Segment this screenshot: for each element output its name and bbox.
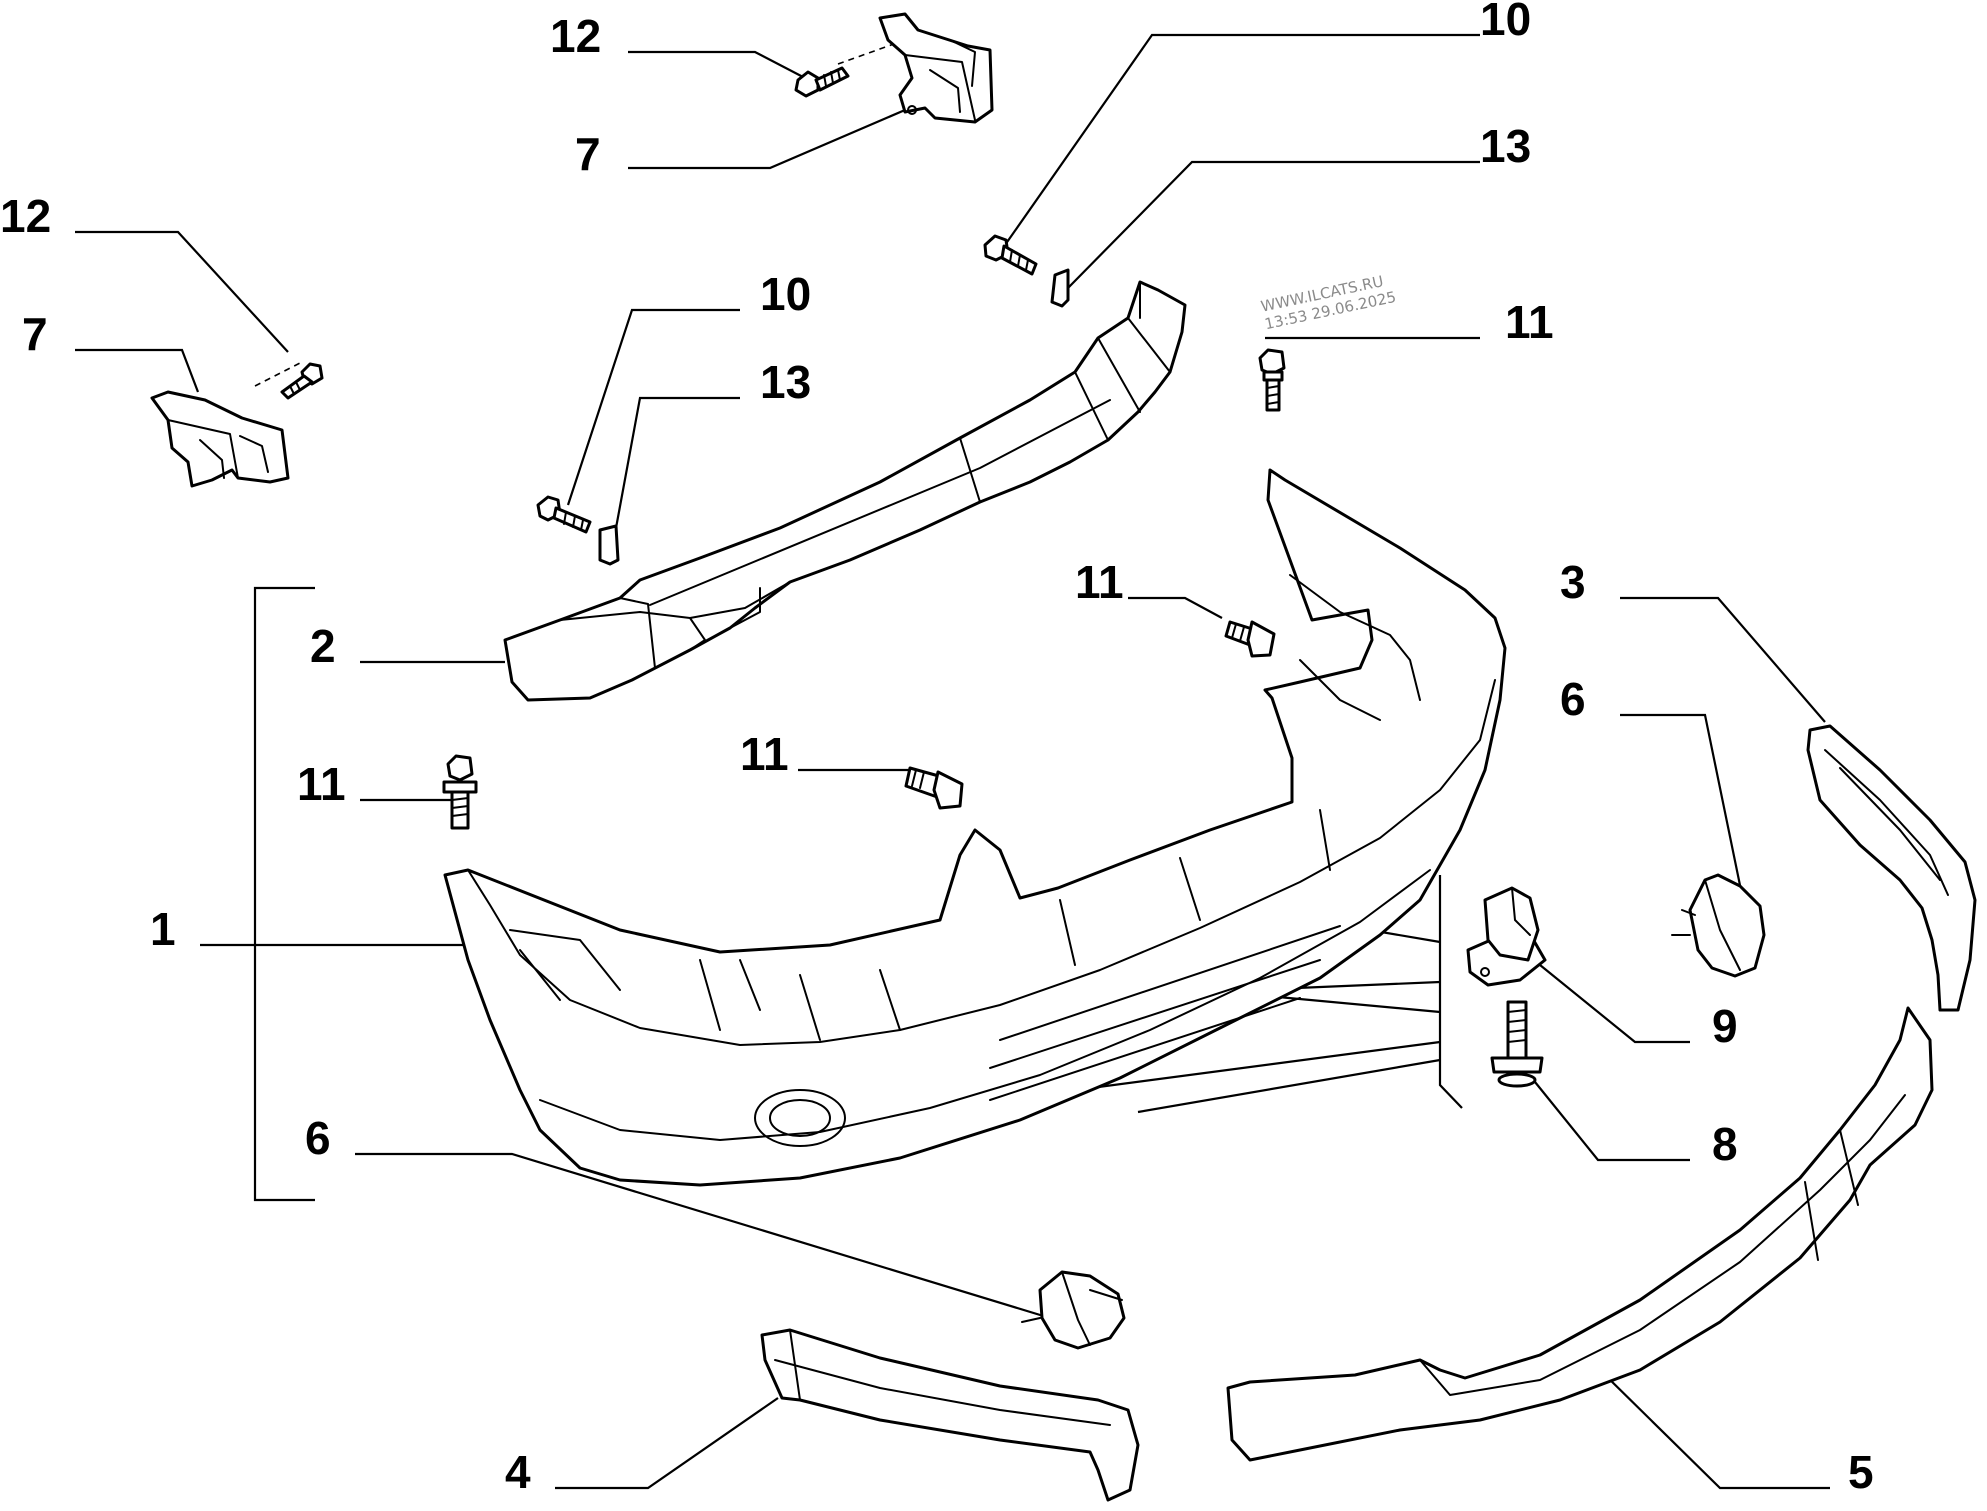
callout-label: 13 bbox=[1480, 120, 1531, 172]
callout-label: 8 bbox=[1712, 1118, 1738, 1170]
callout-label: 13 bbox=[760, 356, 811, 408]
plug-cap-bottom-part bbox=[1021, 1270, 1126, 1350]
bumper-cover-part bbox=[443, 468, 1507, 1187]
callout-label: 1 bbox=[150, 903, 176, 955]
callout-label: 11 bbox=[297, 758, 346, 810]
callout-label: 12 bbox=[0, 190, 51, 242]
callout-label: 10 bbox=[1480, 0, 1531, 45]
bolt-11-right-part bbox=[1258, 348, 1286, 412]
watermark: WWW.ILCATS.RU 13:53 29.06.2025 bbox=[1259, 272, 1397, 333]
bolt-clip-upper-part bbox=[983, 234, 1070, 308]
callout-label: 11 bbox=[740, 728, 789, 780]
callout-label: 11 bbox=[1075, 556, 1124, 608]
callout-label: 5 bbox=[1848, 1446, 1874, 1498]
side-trim-strip-right-part bbox=[1806, 724, 1977, 1012]
callout-label: 6 bbox=[1560, 673, 1586, 725]
bolt-left-part bbox=[280, 362, 324, 400]
impact-beam-part bbox=[503, 280, 1187, 702]
callout-label: 2 bbox=[310, 620, 336, 672]
callout-label: 10 bbox=[760, 268, 811, 320]
callout-label: 4 bbox=[505, 1446, 531, 1498]
callout-label: 9 bbox=[1712, 1000, 1738, 1052]
corner-trim-left-part bbox=[760, 1328, 1140, 1502]
stud-part bbox=[1490, 1000, 1544, 1088]
bolt-clip-lower-part bbox=[536, 495, 620, 566]
callout-label: 11 bbox=[1505, 296, 1554, 348]
callout-label: 7 bbox=[575, 128, 601, 180]
plug-cap-right-part bbox=[1671, 873, 1766, 978]
callout-label: 6 bbox=[305, 1112, 331, 1164]
callout-labels: 12 7 12 7 10 13 10 13 11 11 2 11 11 1 3 … bbox=[0, 0, 1874, 1498]
bracket-top-part bbox=[878, 12, 994, 124]
bracket-left-part bbox=[150, 390, 290, 488]
callout-label: 3 bbox=[1560, 556, 1586, 608]
callout-label: 12 bbox=[550, 10, 601, 62]
bolt-11-center-part bbox=[904, 766, 964, 810]
bolt-top-part bbox=[794, 66, 850, 98]
callout-label: 7 bbox=[22, 308, 48, 360]
bolt-11-upper-mid-part bbox=[1224, 620, 1276, 658]
bolt-11-left-part bbox=[442, 754, 478, 830]
lower-spoiler-part bbox=[1226, 1006, 1934, 1462]
mount-bracket-part bbox=[1466, 886, 1547, 987]
